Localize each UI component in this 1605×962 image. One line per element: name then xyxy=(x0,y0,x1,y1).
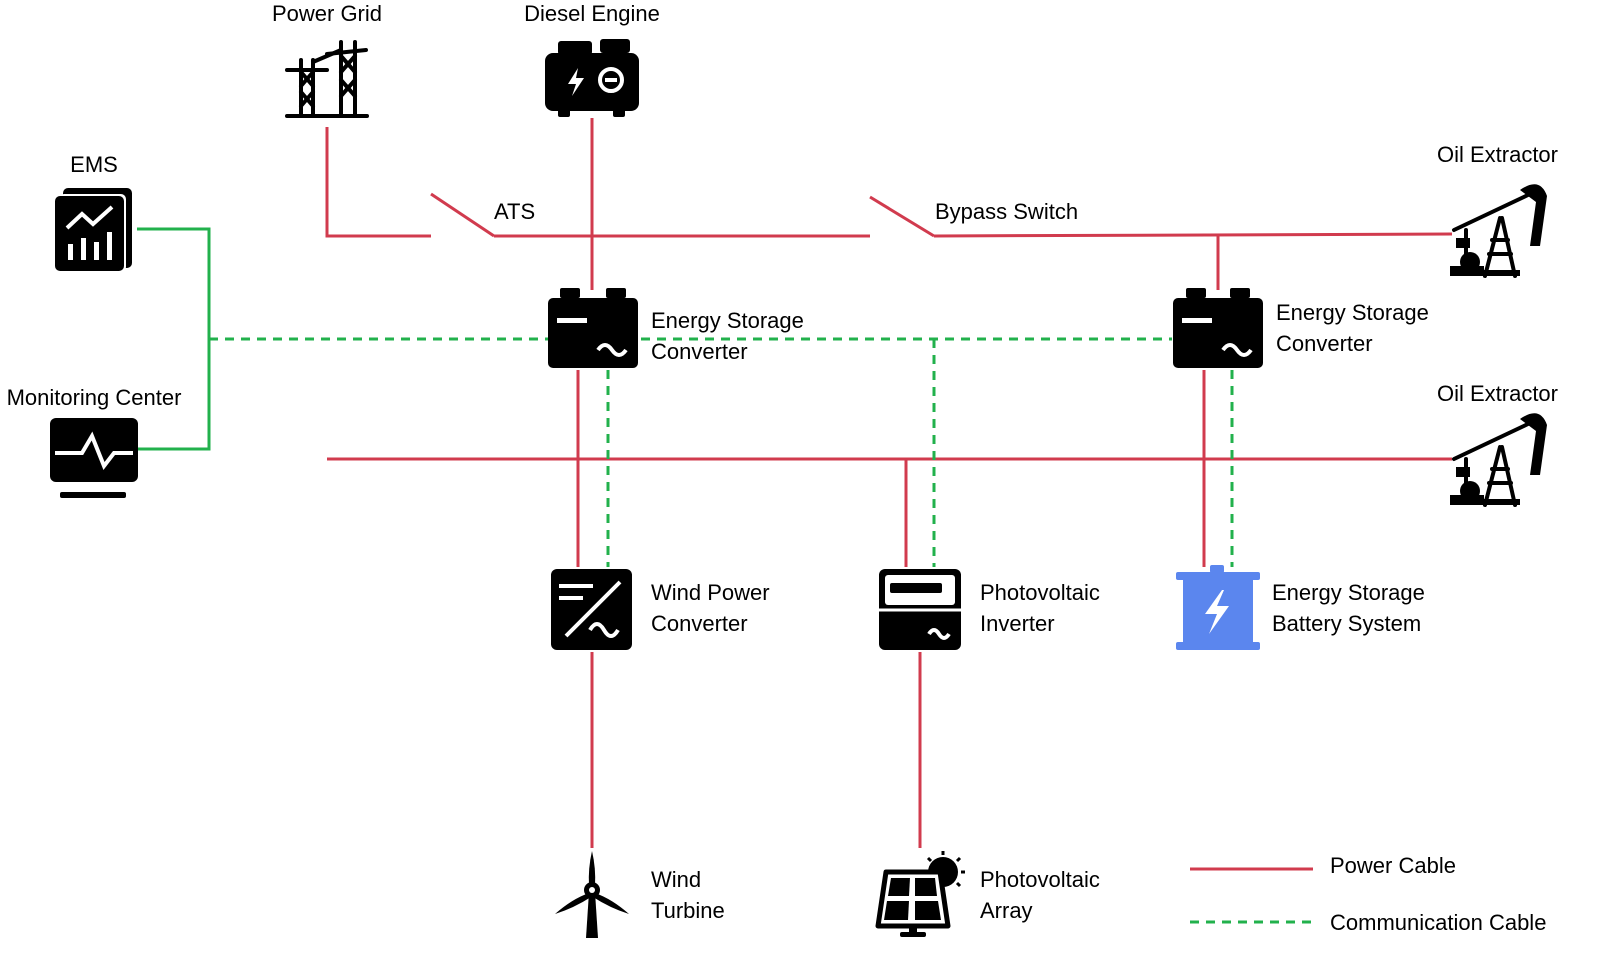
oil-extractor-top-label: Oil Extractor xyxy=(1437,142,1558,167)
wind-turbine-label-line2: Turbine xyxy=(651,898,725,923)
battery-system-label-line2: Battery System xyxy=(1272,611,1421,636)
converter-icon-right xyxy=(1173,288,1263,368)
ems-label: EMS xyxy=(70,152,118,177)
pv-array-label-line2: Array xyxy=(980,898,1033,923)
legend-communication-label: Communication Cable xyxy=(1330,910,1546,935)
wind-turbine-label-line1: Wind xyxy=(651,867,701,892)
pv-inverter-label-line1: Photovoltaic xyxy=(980,580,1100,605)
pv-array-label-line1: Photovoltaic xyxy=(980,867,1100,892)
diesel-engine-label: Diesel Engine xyxy=(524,1,660,26)
battery-icon xyxy=(1176,565,1260,650)
grid-feed-line xyxy=(325,127,431,238)
pumpjack-icon-bottom xyxy=(1450,413,1547,507)
generator-icon xyxy=(545,39,639,117)
transmission-tower-icon xyxy=(285,40,369,118)
esc-right-label-line1: Energy Storage xyxy=(1276,300,1429,325)
legend: Power Cable Communication Cable xyxy=(1190,853,1546,935)
dc-ac-converter-icon xyxy=(551,569,632,650)
power-cables xyxy=(325,118,1453,848)
wind-converter-label-line1: Wind Power xyxy=(651,580,770,605)
pv-inverter-label-line2: Inverter xyxy=(980,611,1055,636)
communication-cables xyxy=(137,227,1234,567)
converter-icon-left xyxy=(548,288,638,368)
inverter-icon xyxy=(879,569,961,650)
monitoring-center-label: Monitoring Center xyxy=(7,385,182,410)
esc-right-label-line2: Converter xyxy=(1276,331,1373,356)
monitor-pulse-icon xyxy=(50,418,138,498)
legend-power-label: Power Cable xyxy=(1330,853,1456,878)
upper-bus-right xyxy=(933,232,1453,238)
oil-extractor-bottom-label: Oil Extractor xyxy=(1437,381,1558,406)
pumpjack-icon-top xyxy=(1450,184,1547,278)
battery-system-label-line1: Energy Storage xyxy=(1272,580,1425,605)
bypass-switch-label: Bypass Switch xyxy=(935,199,1078,224)
ats-blade xyxy=(430,192,495,238)
ems-comm-link xyxy=(137,227,211,451)
esc-left-label-line1: Energy Storage xyxy=(651,308,804,333)
esc-left-label-line2: Converter xyxy=(651,339,748,364)
ats-label: ATS xyxy=(494,199,535,224)
power-grid-label: Power Grid xyxy=(272,1,382,26)
bypass-blade xyxy=(869,195,935,238)
wind-turbine-icon xyxy=(555,851,629,938)
wind-converter-label-line2: Converter xyxy=(651,611,748,636)
dashboard-chart-icon xyxy=(55,188,132,272)
solar-panel-icon xyxy=(875,851,965,937)
